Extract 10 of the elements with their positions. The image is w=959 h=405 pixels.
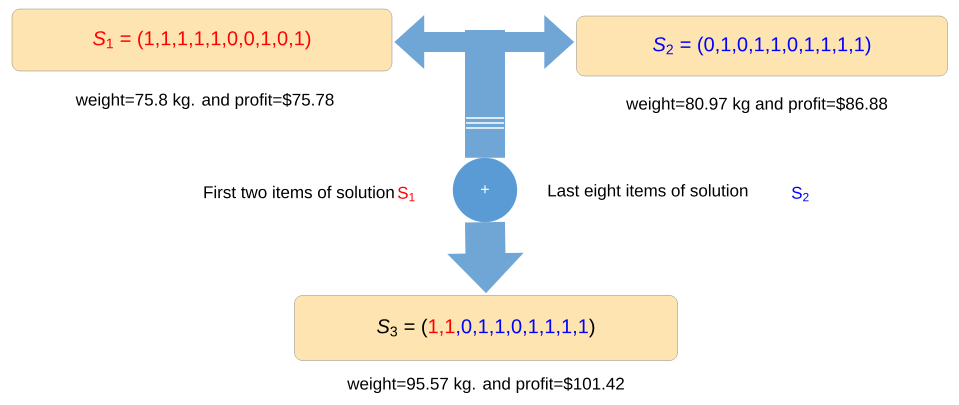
annotation-text: First two items of solution (204, 186, 394, 198)
annotation-text: S$_{1}$ (398, 186, 415, 202)
weight-profit-caption: weight=75.8 kg. and profit=$75.78 (76, 92, 334, 110)
solution-box: S$_{3}$ = (1,1,0,1,1,0,1,1,1,1) (294, 295, 678, 361)
solution-box: S$_{2}$ = (0,1,0,1,1,0,1,1,1,1) (576, 16, 948, 76)
solution-box: S$_{1}$ = (1,1,1,1,1,0,0,1,0,1) (12, 8, 392, 72)
annotation-text: S$_{2}$ (792, 186, 809, 202)
weight-profit-caption: weight=95.57 kg. and profit=$101.42 (347, 376, 624, 394)
annotation-text: Last eight items of solution (548, 184, 748, 200)
weight-profit-caption: weight=80.97 kg and profit=$86.88 (626, 96, 888, 114)
